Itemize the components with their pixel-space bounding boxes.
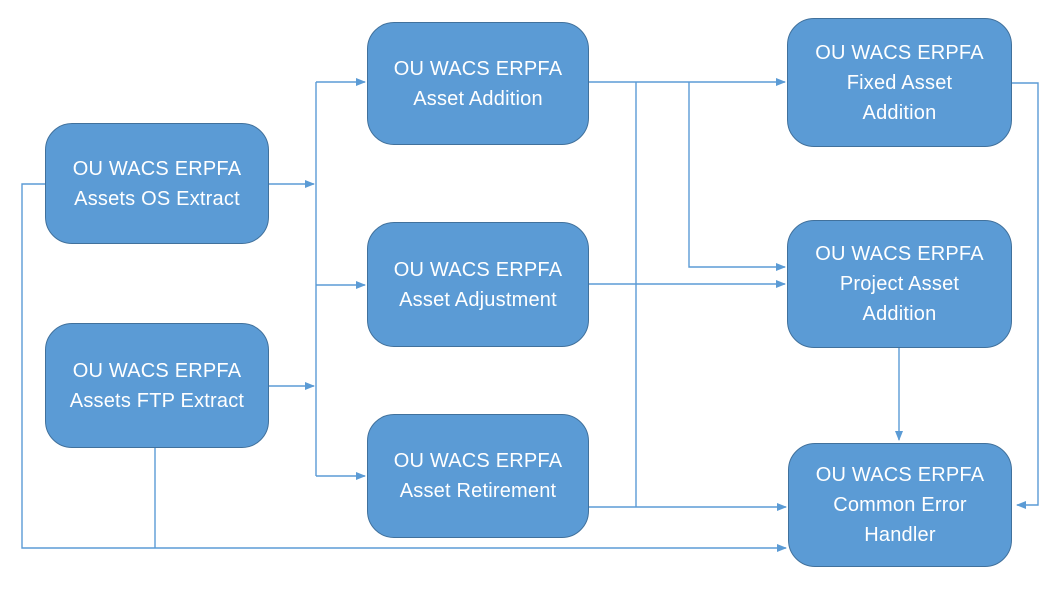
node-label-line: OU WACS ERPFA xyxy=(393,258,563,281)
node-label-line: Assets OS Extract xyxy=(74,187,240,210)
node-asset-addition: OU WACS ERPFA Asset Addition xyxy=(367,22,589,145)
node-asset-adjustment: OU WACS ERPFA Asset Adjustment xyxy=(367,222,589,347)
node-label-line: Addition xyxy=(862,303,937,325)
node-label-line: Addition xyxy=(862,101,937,124)
node-project-asset-addition: OU WACS ERPFA Project Asset Addition xyxy=(787,220,1012,348)
node-label-line: OU WACS ERPFA xyxy=(72,157,242,180)
edge-fixed-asset-addition-to-common-error-handler xyxy=(1012,82,1039,509)
node-label-line: Project Asset xyxy=(839,273,960,295)
node-label-line: OU WACS ERPFA xyxy=(815,464,985,486)
node-label-line: Fixed Asset xyxy=(846,71,953,94)
node-label-line: Asset Retirement xyxy=(399,480,557,502)
node-label-line: OU WACS ERPFA xyxy=(393,450,563,472)
node-label-line: Assets FTP Extract xyxy=(69,389,245,412)
node-assets-ftp-extract: OU WACS ERPFA Assets FTP Extract xyxy=(45,323,269,448)
edge-os-extract-to-common-error-handler xyxy=(21,183,787,552)
edge-asset-addition-to-project-asset-addition xyxy=(688,82,786,271)
node-label-line: OU WACS ERPFA xyxy=(815,41,984,64)
node-label-line: Asset Addition xyxy=(413,87,543,110)
node-label-line: Handler xyxy=(864,524,936,546)
node-common-error-handler: OU WACS ERPFA Common Error Handler xyxy=(788,443,1012,567)
node-asset-retirement: OU WACS ERPFA Asset Retirement xyxy=(367,414,589,538)
node-label-line: OU WACS ERPFA xyxy=(72,359,242,382)
node-fixed-asset-addition: OU WACS ERPFA Fixed Asset Addition xyxy=(787,18,1012,147)
node-label-line: Asset Adjustment xyxy=(399,288,557,311)
node-label-line: Common Error xyxy=(833,494,967,516)
node-assets-os-extract: OU WACS ERPFA Assets OS Extract xyxy=(45,123,269,244)
node-label-line: OU WACS ERPFA xyxy=(393,57,563,80)
node-label-line: OU WACS ERPFA xyxy=(815,243,984,265)
